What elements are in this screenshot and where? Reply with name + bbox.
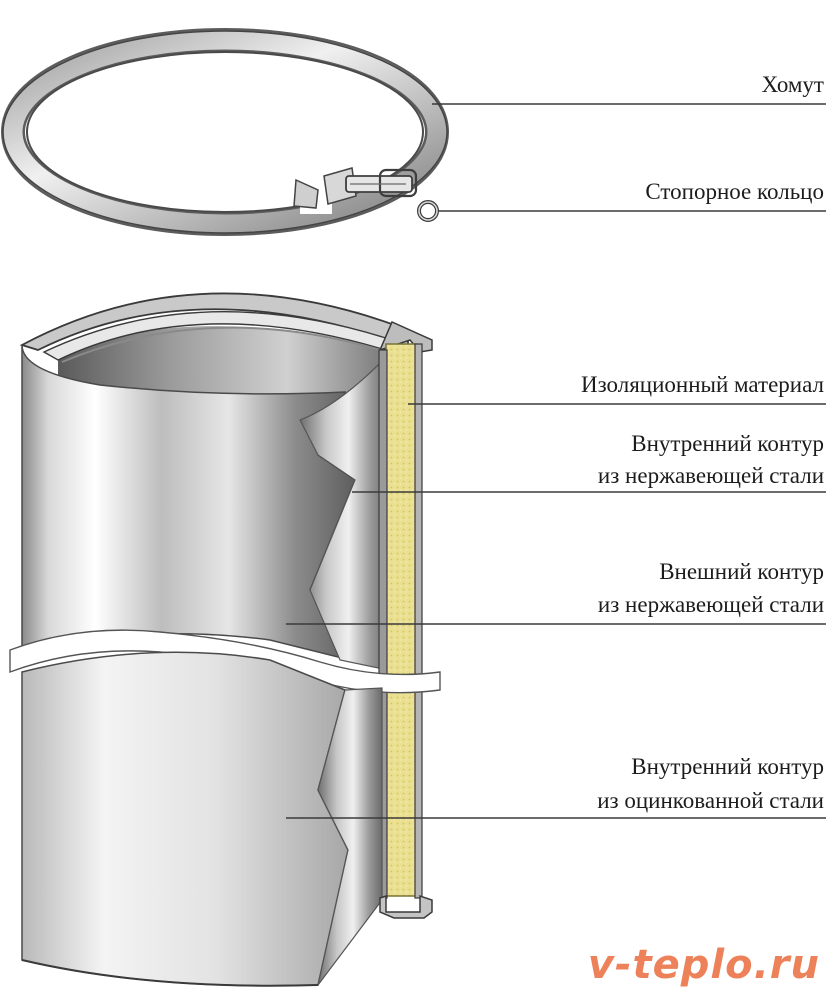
label-clamp: Хомут (761, 72, 824, 97)
watermark: v-teplo.ru (587, 942, 820, 988)
label-outer-steel-line1: Внешний контур (659, 559, 824, 584)
label-lock-ring: Стопорное кольцо (645, 179, 824, 204)
clamp-ring (1, 28, 449, 236)
label-insulation: Изоляционный материал (580, 372, 824, 397)
label-inner-galv-line1: Внутренний контур (631, 754, 824, 779)
label-inner-steel-line1: Внутренний контур (631, 431, 824, 456)
label-inner-steel-line2: из нержавеющей стали (597, 463, 824, 488)
label-inner-galv-line2: из оцинкованной стали (597, 788, 824, 813)
clamp-latch (345, 168, 418, 198)
label-outer-steel-line2: из нержавеющей стали (597, 592, 824, 617)
chimney-pipe (9, 292, 441, 987)
lock-ring (417, 200, 439, 222)
callout-lines (286, 103, 826, 819)
